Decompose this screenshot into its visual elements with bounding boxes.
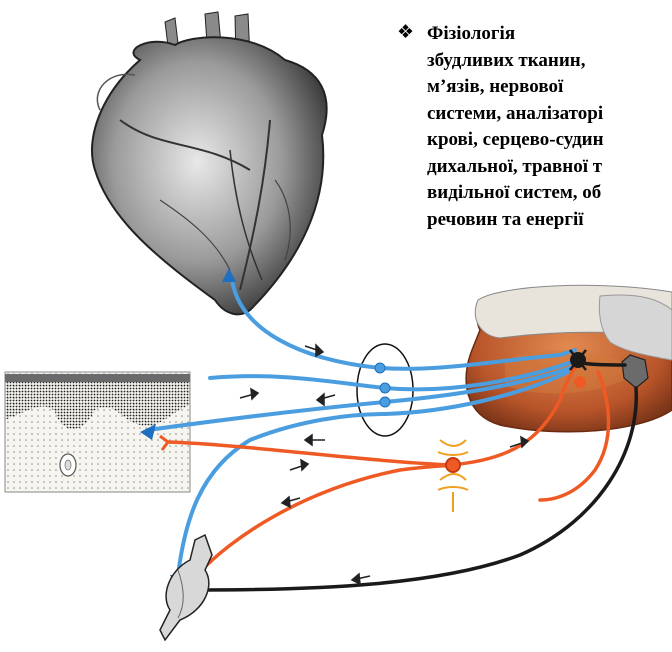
- heading-line: м’язів, нервової: [427, 74, 672, 101]
- heading-line: Фізіологія: [427, 21, 672, 48]
- heading-line: крові, серцево-судин: [427, 127, 672, 154]
- section-heading: Фізіологія збудливих тканин, м’язів, нер…: [427, 21, 672, 233]
- heading-line: дихальної, травної т: [427, 154, 672, 181]
- skin-section-illustration: [5, 372, 190, 492]
- diamond-bullet-icon: ❖: [397, 21, 414, 43]
- spinal-cord-illustration: [466, 285, 672, 431]
- heading-line: речовин та енергії: [427, 207, 672, 234]
- autonomic-ganglion-icon: [438, 440, 468, 512]
- heading-line: збудливих тканин,: [427, 48, 672, 75]
- heading-line: системи, аналізаторі: [427, 101, 672, 128]
- muscle-illustration: [160, 535, 212, 640]
- heart-illustration: [92, 12, 327, 314]
- heading-line: видільної систем, об: [427, 180, 672, 207]
